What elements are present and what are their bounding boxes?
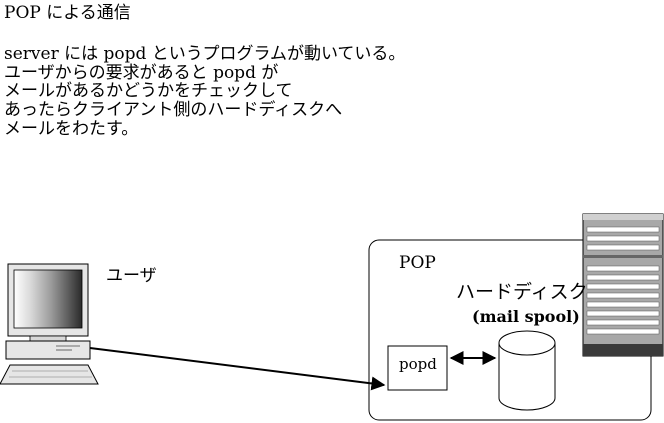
hard-disk-label: ハードディスク [456, 281, 588, 303]
client-computer-icon [0, 263, 99, 385]
popd-label: popd [399, 355, 437, 373]
pop-label: POP [399, 253, 436, 273]
description-line: あったらクライアント側のハードディスクへ [4, 100, 343, 121]
server-rack-icon [582, 213, 664, 357]
description-line: メールをわたす。 [4, 118, 139, 139]
client-popd-arrow [89, 347, 386, 391]
description-line: server には popd というプログラムが動いている。 [4, 44, 406, 64]
page-title: POP による通信 [4, 3, 131, 23]
mail-spool-label: (mail spool) [472, 307, 580, 326]
description-line: メールがあるかどうかをチェックして [4, 81, 293, 102]
user-label: ユーザ [106, 266, 157, 286]
hard-disk-icon [498, 330, 556, 411]
description: server には popd というプログラムが動いている。 ユーザからの要求が… [4, 45, 405, 139]
popd-box [387, 345, 448, 391]
description-line: ユーザからの要求があると popd が [4, 62, 279, 83]
